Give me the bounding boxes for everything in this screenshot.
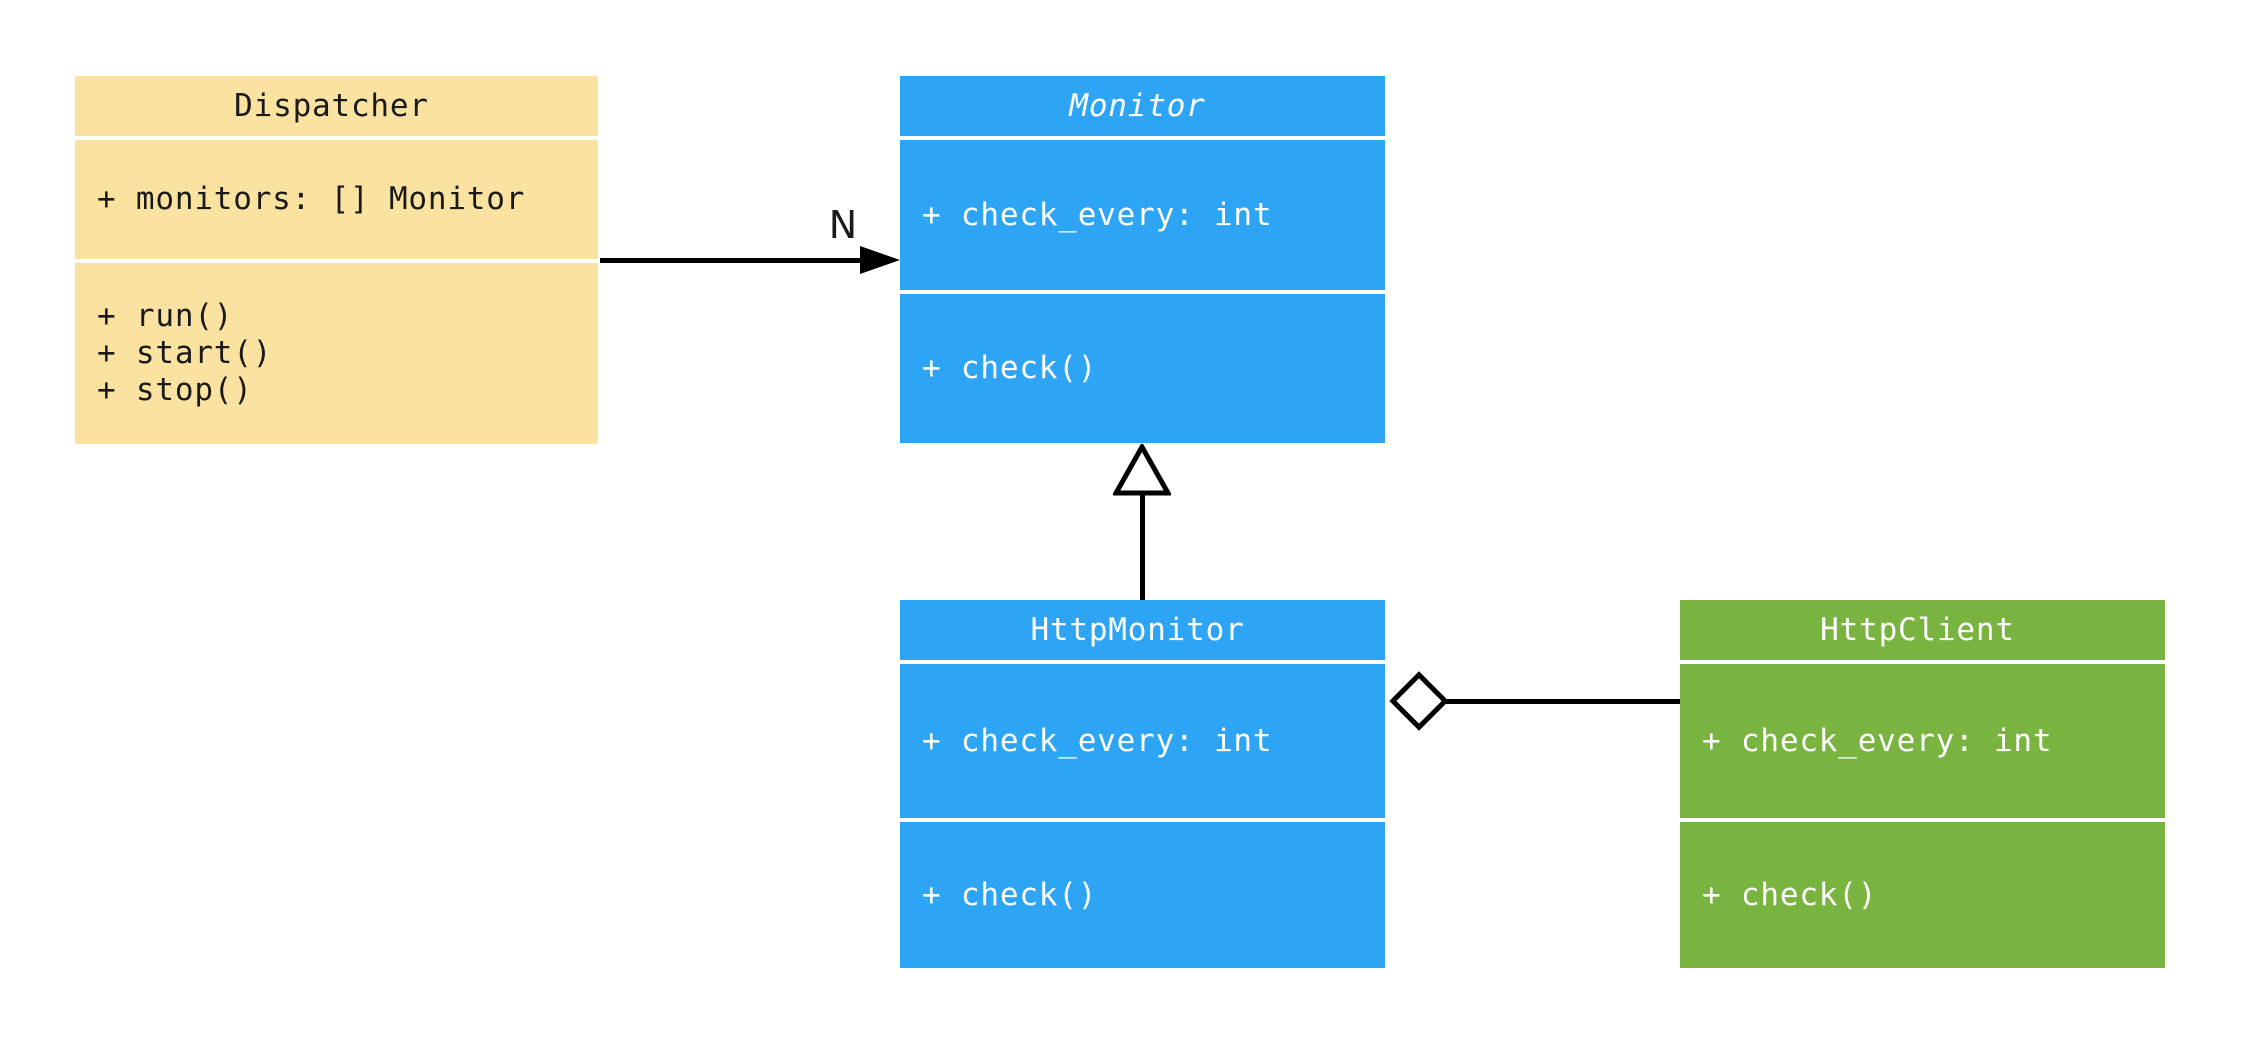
class-name: HttpMonitor [1030,611,1245,648]
class-title-http-monitor: HttpMonitor [900,600,1385,660]
method-line: + check() [922,876,1098,913]
inheritance-triangle-icon [1113,444,1171,496]
attributes-section-http-client: + check_every: int [1680,664,2165,818]
class-box-monitor: Monitor + check_every: int + check() [900,76,1385,443]
attributes-section-dispatcher: + monitors: [] Monitor [75,140,598,259]
methods-section-http-monitor: + check() [900,822,1385,968]
method-line: + check() [1702,876,1878,913]
class-box-dispatcher: Dispatcher + monitors: [] Monitor + run(… [75,76,598,444]
class-title-dispatcher: Dispatcher [75,76,598,136]
class-title-http-client: HttpClient [1680,600,2165,660]
attributes-section-monitor: + check_every: int [900,140,1385,290]
class-name-abstract: Monitor [1069,87,1206,124]
attribute-line: + monitors: [] Monitor [97,181,526,217]
attribute-line: + check_every: int [922,196,1273,233]
class-title-monitor: Monitor [900,76,1385,136]
method-line: + check() [922,350,1098,386]
multiplicity-label: N [828,203,858,247]
class-name: Dispatcher [234,87,429,124]
attribute-line: + check_every: int [1702,722,2053,759]
class-box-http-client: HttpClient + check_every: int + check() [1680,600,2165,968]
method-line: + stop() [97,372,253,408]
connector-line [1446,699,1680,704]
connector-line [1140,492,1145,600]
methods-section-monitor: + check() [900,294,1385,443]
attributes-section-http-monitor: + check_every: int [900,664,1385,818]
method-line: + start() [97,335,273,371]
class-name: HttpClient [1820,611,2015,648]
filled-arrowhead-icon [860,246,900,274]
attribute-line: + check_every: int [922,722,1273,759]
methods-section-dispatcher: + run() + start() + stop() [75,263,598,444]
class-box-http-monitor: HttpMonitor + check_every: int + check() [900,600,1385,968]
method-line: + run() [97,298,234,334]
aggregation-diamond-icon [1389,671,1449,731]
methods-section-http-client: + check() [1680,822,2165,968]
connector-line [600,258,865,263]
